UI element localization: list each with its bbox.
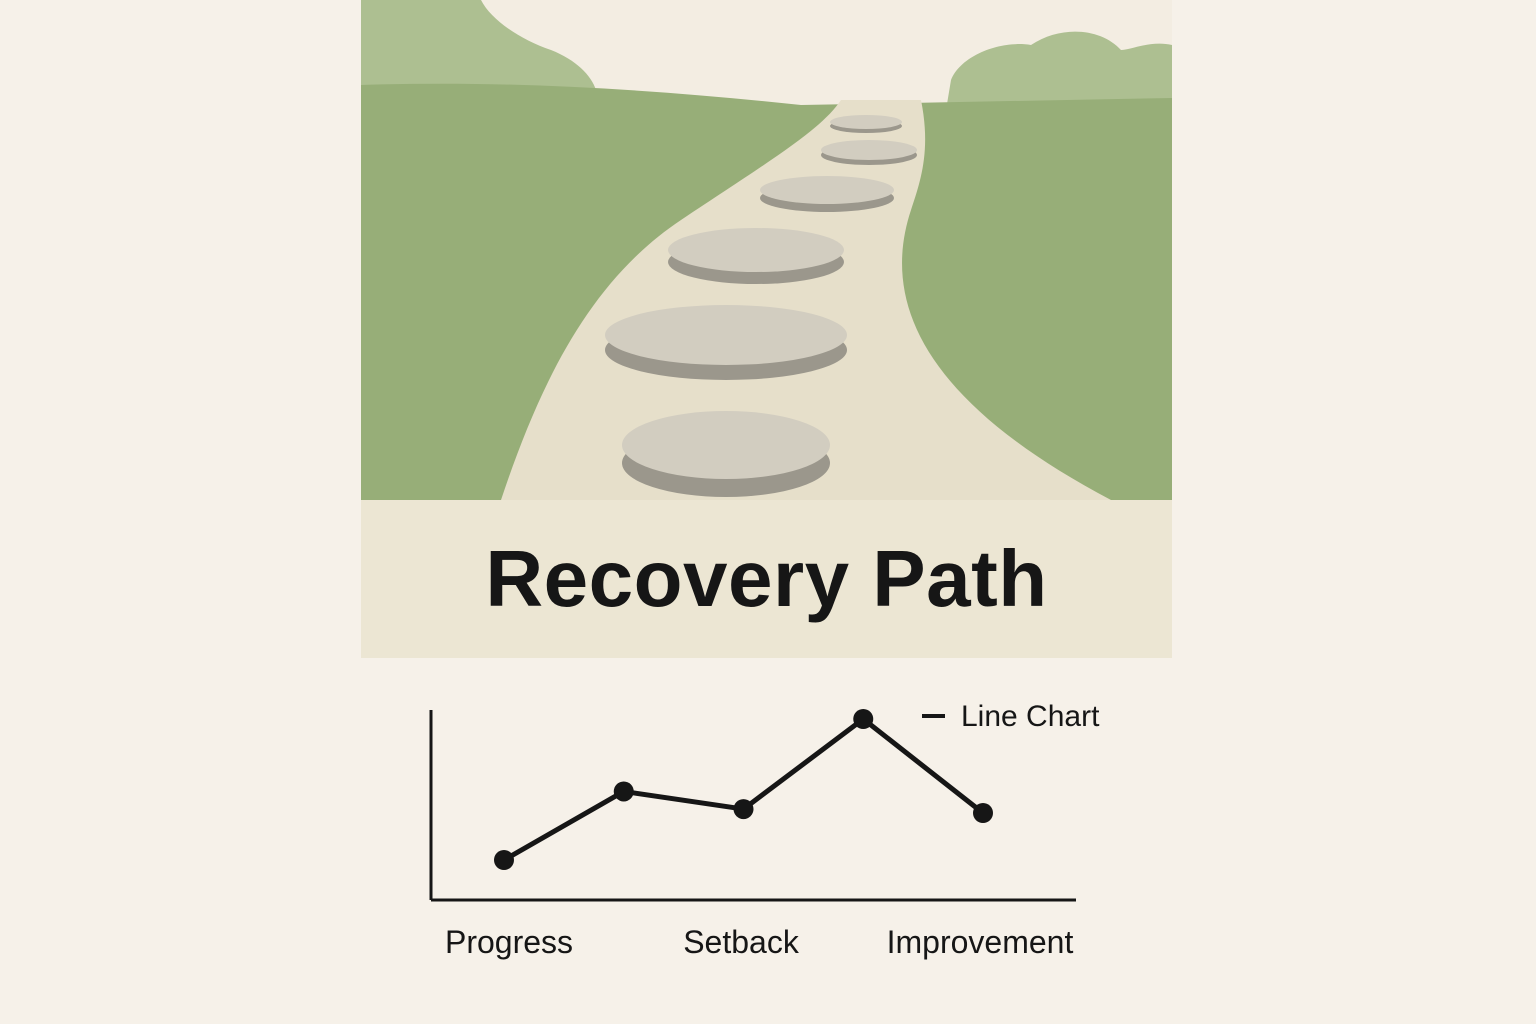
- title-band: Recovery Path: [361, 500, 1172, 658]
- stone-top: [830, 115, 902, 129]
- recovery-path-illustration: [361, 0, 1172, 500]
- x-tick-label-setback: Setback: [683, 924, 800, 960]
- hill-left: [361, 0, 596, 110]
- x-tick-label-progress: Progress: [445, 924, 573, 960]
- stone-top: [760, 176, 894, 204]
- stone-top: [821, 140, 917, 160]
- data-point-3: [853, 709, 874, 729]
- series-line: [502, 716, 985, 863]
- stone-top: [605, 305, 847, 365]
- stepping-stones: [605, 115, 917, 497]
- data-point-1: [613, 781, 634, 802]
- data-points: [494, 709, 993, 870]
- path: [501, 100, 1111, 500]
- legend-label: Line Chart: [961, 700, 1100, 733]
- data-point-2: [733, 799, 754, 820]
- stone-top: [668, 228, 844, 272]
- data-point-0: [494, 850, 514, 870]
- x-tick-label-improvement: Improvement: [887, 924, 1074, 960]
- hill-right: [946, 31, 1172, 110]
- page-title: Recovery Path: [485, 534, 1048, 623]
- stone-top: [622, 411, 830, 479]
- data-point-4: [973, 803, 993, 823]
